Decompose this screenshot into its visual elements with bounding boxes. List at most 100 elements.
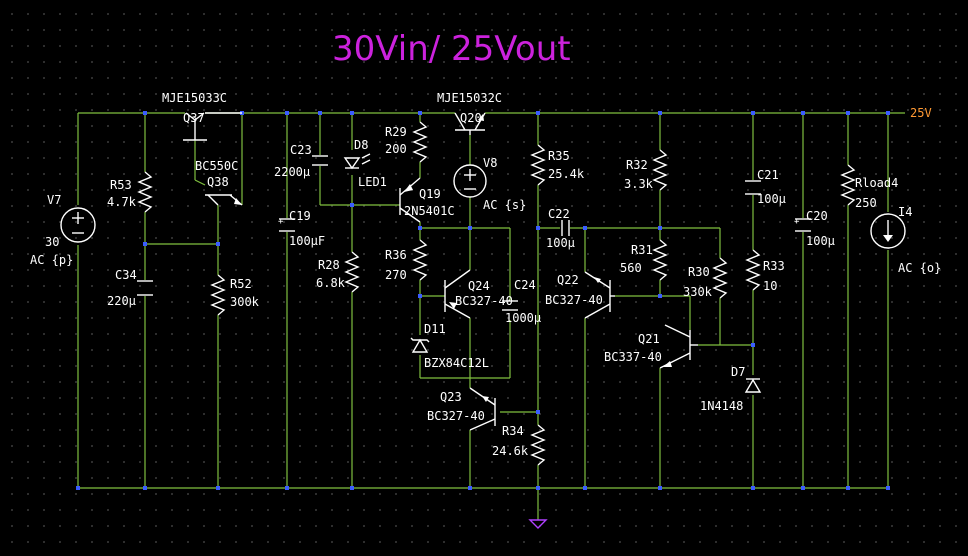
r34-resistor[interactable] bbox=[530, 424, 546, 466]
q22-transistor[interactable] bbox=[584, 271, 615, 319]
v8-spec-label: AC {s} bbox=[483, 198, 526, 212]
r52-value-label: 300k bbox=[230, 295, 260, 309]
r32-value-label: 3.3k bbox=[624, 177, 654, 191]
q38-part-label: BC550C bbox=[195, 159, 238, 173]
q38-name-label: Q38 bbox=[207, 175, 229, 189]
d11-zener[interactable] bbox=[410, 337, 430, 353]
r34-name-label: R34 bbox=[502, 424, 524, 438]
wires bbox=[77, 112, 905, 520]
i4-current-source[interactable] bbox=[870, 213, 906, 249]
schematic-title: 30Vin/ 25Vout bbox=[332, 29, 571, 69]
q37-transistor[interactable] bbox=[183, 112, 242, 141]
c34-capacitor[interactable] bbox=[137, 280, 153, 296]
net-label-25v: 25V bbox=[910, 106, 932, 120]
q21-part-label: BC337-40 bbox=[604, 350, 662, 364]
v7-value-label: 30 bbox=[45, 235, 59, 249]
q22-name-label: Q22 bbox=[557, 273, 579, 287]
c23-value-label: 2200µ bbox=[274, 165, 310, 179]
r35-resistor[interactable] bbox=[530, 144, 546, 186]
r30-value-label: 330k bbox=[683, 285, 713, 299]
c22-name-label: C22 bbox=[548, 207, 570, 221]
svg-text:+: + bbox=[794, 217, 800, 227]
c21-value-label: 100µ bbox=[757, 192, 786, 206]
r31-name-label: R31 bbox=[631, 243, 653, 257]
q21-transistor[interactable] bbox=[659, 324, 698, 369]
q19-part-label: 2N5401C bbox=[404, 204, 455, 218]
r28-resistor[interactable] bbox=[344, 251, 360, 293]
r52-resistor[interactable] bbox=[210, 274, 226, 316]
d11-name-label: D11 bbox=[424, 322, 446, 336]
rload4-resistor[interactable] bbox=[840, 164, 856, 206]
v7-voltage-source[interactable] bbox=[60, 207, 96, 243]
v8-voltage-source[interactable] bbox=[453, 164, 487, 198]
v8-name-label: V8 bbox=[483, 156, 497, 170]
r29-value-label: 200 bbox=[385, 142, 407, 156]
c22-capacitor[interactable] bbox=[561, 220, 570, 236]
r33-resistor[interactable] bbox=[745, 249, 761, 291]
c24-value-label: 1000µ bbox=[505, 311, 541, 325]
c22-value-label: 100µ bbox=[546, 236, 575, 250]
q21-name-label: Q21 bbox=[638, 332, 660, 346]
rload4-value-label: 250 bbox=[855, 196, 877, 210]
d11-part-label: BZX84C12L bbox=[424, 356, 489, 370]
d7-diode[interactable] bbox=[744, 378, 762, 393]
r31-value-label: 560 bbox=[620, 261, 642, 275]
r36-resistor[interactable] bbox=[412, 239, 428, 281]
r31-resistor[interactable] bbox=[652, 239, 668, 281]
r30-resistor[interactable] bbox=[712, 257, 728, 299]
r29-name-label: R29 bbox=[385, 125, 407, 139]
q20-part-label: MJE15032C bbox=[437, 91, 502, 105]
q23-part-label: BC327-40 bbox=[427, 409, 485, 423]
r53-resistor[interactable] bbox=[137, 171, 153, 213]
c19-capacitor[interactable]: + bbox=[278, 217, 295, 232]
c20-capacitor[interactable]: + bbox=[794, 217, 811, 232]
c21-name-label: C21 bbox=[757, 168, 779, 182]
r52-name-label: R52 bbox=[230, 277, 252, 291]
q23-transistor[interactable] bbox=[469, 387, 496, 431]
c20-name-label: C20 bbox=[806, 209, 828, 223]
c19-value-label: 100µF bbox=[289, 234, 325, 248]
q24-part-label: BC327-40 bbox=[455, 294, 513, 308]
q19-transistor[interactable] bbox=[399, 177, 421, 223]
q22-part-label: BC327-40 bbox=[545, 293, 603, 307]
q20-transistor[interactable] bbox=[454, 112, 486, 135]
q37-part-label: MJE15033C bbox=[162, 91, 227, 105]
r28-value-label: 6.8k bbox=[316, 276, 346, 290]
q24-name-label: Q24 bbox=[468, 279, 490, 293]
r28-name-label: R28 bbox=[318, 258, 340, 272]
c23-name-label: C23 bbox=[290, 143, 312, 157]
r32-resistor[interactable] bbox=[652, 149, 668, 191]
d8-name-label: D8 bbox=[354, 138, 368, 152]
r36-name-label: R36 bbox=[385, 248, 407, 262]
svg-text:+: + bbox=[278, 217, 284, 227]
r35-name-label: R35 bbox=[548, 149, 570, 163]
r53-name-label: R53 bbox=[110, 178, 132, 192]
q37-name-label: Q37 bbox=[183, 111, 205, 125]
c23-capacitor[interactable] bbox=[312, 155, 328, 166]
r35-value-label: 25.4k bbox=[548, 167, 585, 181]
c24-capacitor[interactable] bbox=[502, 300, 518, 311]
v7-name-label: V7 bbox=[47, 193, 61, 207]
c21-capacitor[interactable] bbox=[745, 180, 761, 195]
q23-name-label: Q23 bbox=[440, 390, 462, 404]
q24-transistor[interactable] bbox=[444, 269, 471, 319]
r29-resistor[interactable] bbox=[412, 121, 428, 163]
i4-spec-label: AC {o} bbox=[898, 261, 941, 275]
r32-name-label: R32 bbox=[626, 158, 648, 172]
d8-led[interactable] bbox=[343, 153, 371, 170]
r33-value-label: 10 bbox=[763, 279, 777, 293]
r30-name-label: R30 bbox=[688, 265, 710, 279]
d7-part-label: 1N4148 bbox=[700, 399, 743, 413]
d8-part-label: LED1 bbox=[358, 175, 387, 189]
v7-spec-label: AC {p} bbox=[30, 253, 73, 267]
d7-name-label: D7 bbox=[731, 365, 745, 379]
q38-transistor[interactable] bbox=[205, 194, 243, 206]
r33-name-label: R33 bbox=[763, 259, 785, 273]
c24-name-label: C24 bbox=[514, 278, 536, 292]
c19-name-label: C19 bbox=[289, 209, 311, 223]
ground-symbol bbox=[528, 519, 548, 529]
c34-value-label: 220µ bbox=[107, 294, 136, 308]
junctions bbox=[76, 111, 890, 490]
